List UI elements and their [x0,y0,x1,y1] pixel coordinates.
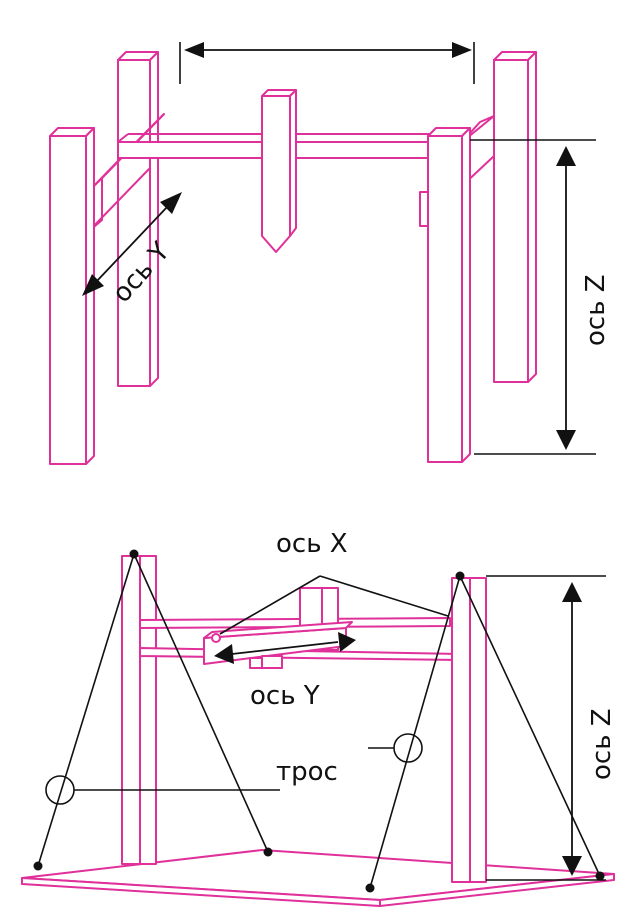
base-plate [21,849,615,907]
print-head [261,89,297,253]
x-span-dimension [179,42,475,84]
axis-y-arrow-top [82,192,182,296]
z-dimension-top [470,139,596,455]
cables [33,549,605,893]
front-left-post [49,127,95,465]
axis-x-label: ось X [276,529,348,559]
rear-left-post [117,51,159,387]
bottom-left-post [121,555,157,865]
front-right-post [419,127,471,463]
cable-label: трос [276,757,338,787]
rear-right-post [493,51,537,383]
axis-z-label-bottom: ось Z [587,708,617,780]
bottom-cable-diagram: ось X ось Y трос ось Z [21,529,617,907]
axis-z-label-top: ось Z [581,274,611,346]
top-gantry-diagram: ось Y ось Z [49,42,611,465]
x-beam [203,621,353,669]
z-dimension-bottom [486,575,606,881]
axis-y-label-bottom: ось Y [250,681,320,711]
cable-callouts [45,733,423,805]
bottom-right-post [451,577,487,883]
axis-x-leaders [219,575,449,635]
axis-y-arrow-bottom [214,632,356,664]
